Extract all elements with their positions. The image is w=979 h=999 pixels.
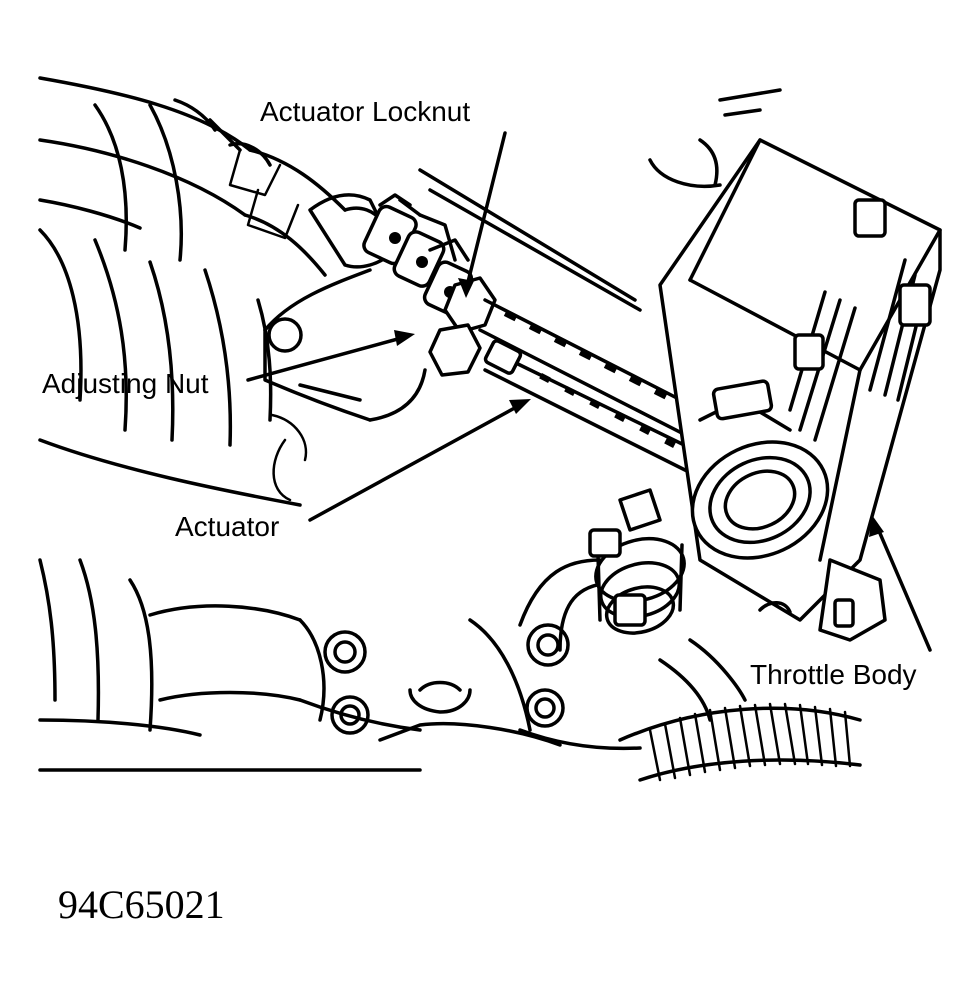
callout-actuator-locknut: Actuator Locknut <box>260 96 507 298</box>
arrowhead-actuator <box>509 399 531 414</box>
label-adjusting-nut: Adjusting Nut <box>42 368 209 399</box>
arrowhead-actuator-locknut <box>458 278 474 298</box>
engine-background-linework <box>38 76 862 782</box>
callout-actuator: Actuator <box>175 399 531 542</box>
label-actuator-locknut: Actuator Locknut <box>260 96 470 127</box>
callout-adjusting-nut: Adjusting Nut <box>42 330 415 399</box>
arrowhead-adjusting-nut <box>394 330 415 346</box>
label-throttle-body: Throttle Body <box>750 659 917 690</box>
callout-throttle-body: Throttle Body <box>750 515 932 690</box>
leader-throttle-body <box>874 522 932 652</box>
arrowhead-throttle-body <box>869 515 884 537</box>
throttle-body-assembly <box>588 138 942 642</box>
leader-actuator <box>308 402 524 522</box>
leader-actuator-locknut <box>464 131 507 292</box>
leader-adjusting-nut <box>246 335 407 382</box>
actuator-rod-assembly <box>308 193 722 482</box>
label-actuator: Actuator <box>175 511 279 542</box>
figure-id: 94C65021 <box>58 882 225 927</box>
